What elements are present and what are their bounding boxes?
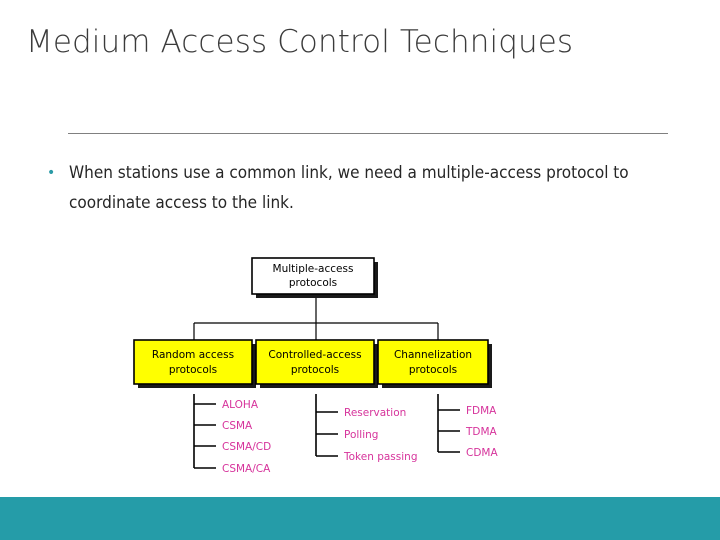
bullet-dot-icon: •	[47, 165, 56, 181]
node-root: Multiple-access protocols	[251, 257, 378, 298]
list-item: • When stations use a common link, we ne…	[44, 158, 644, 218]
node-controlled-access-line1: Controlled-access	[268, 349, 361, 361]
leaf-label: Polling	[344, 429, 378, 441]
leaf-label: CSMA	[222, 420, 253, 432]
node-channelization-line1: Channelization	[394, 349, 472, 361]
mac-protocol-taxonomy-diagram: Multiple-access protocols Random access …	[128, 252, 598, 477]
node-root-line2: protocols	[289, 277, 337, 289]
node-root-line1: Multiple-access	[273, 263, 354, 275]
leaf-label: Token passing	[343, 451, 418, 463]
bullet-list: • When stations use a common link, we ne…	[44, 158, 644, 218]
node-controlled-access-line2: protocols	[291, 364, 339, 376]
node-channelization-line2: protocols	[409, 364, 457, 376]
bullet-item-text: When stations use a common link, we need…	[69, 163, 629, 213]
node-random-access-line1: Random access	[152, 349, 234, 361]
footer-accent-band	[0, 497, 720, 540]
node-controlled-access: Controlled-access protocols	[255, 339, 378, 388]
leaf-group-random-access: ALOHA CSMA CSMA/CD CSMA/CA	[222, 399, 271, 475]
leaf-label: CSMA/CD	[222, 441, 271, 453]
node-channelization: Channelization protocols	[377, 339, 492, 388]
node-random-access: Random access protocols	[133, 339, 256, 388]
leaf-label: CSMA/CA	[222, 463, 271, 475]
leaf-label: TDMA	[465, 426, 498, 438]
leaf-label: ALOHA	[222, 399, 259, 411]
leaf-label: FDMA	[466, 405, 497, 417]
page-title: Medium Access Control Techniques	[26, 24, 574, 60]
leaf-group-channelization: FDMA TDMA CDMA	[465, 405, 498, 459]
diagram-connectors	[193, 296, 460, 469]
leaf-label: Reservation	[344, 407, 406, 419]
leaf-label: CDMA	[466, 447, 498, 459]
leaf-group-controlled-access: Reservation Polling Token passing	[343, 407, 418, 463]
title-divider	[68, 133, 668, 134]
node-random-access-line2: protocols	[169, 364, 217, 376]
